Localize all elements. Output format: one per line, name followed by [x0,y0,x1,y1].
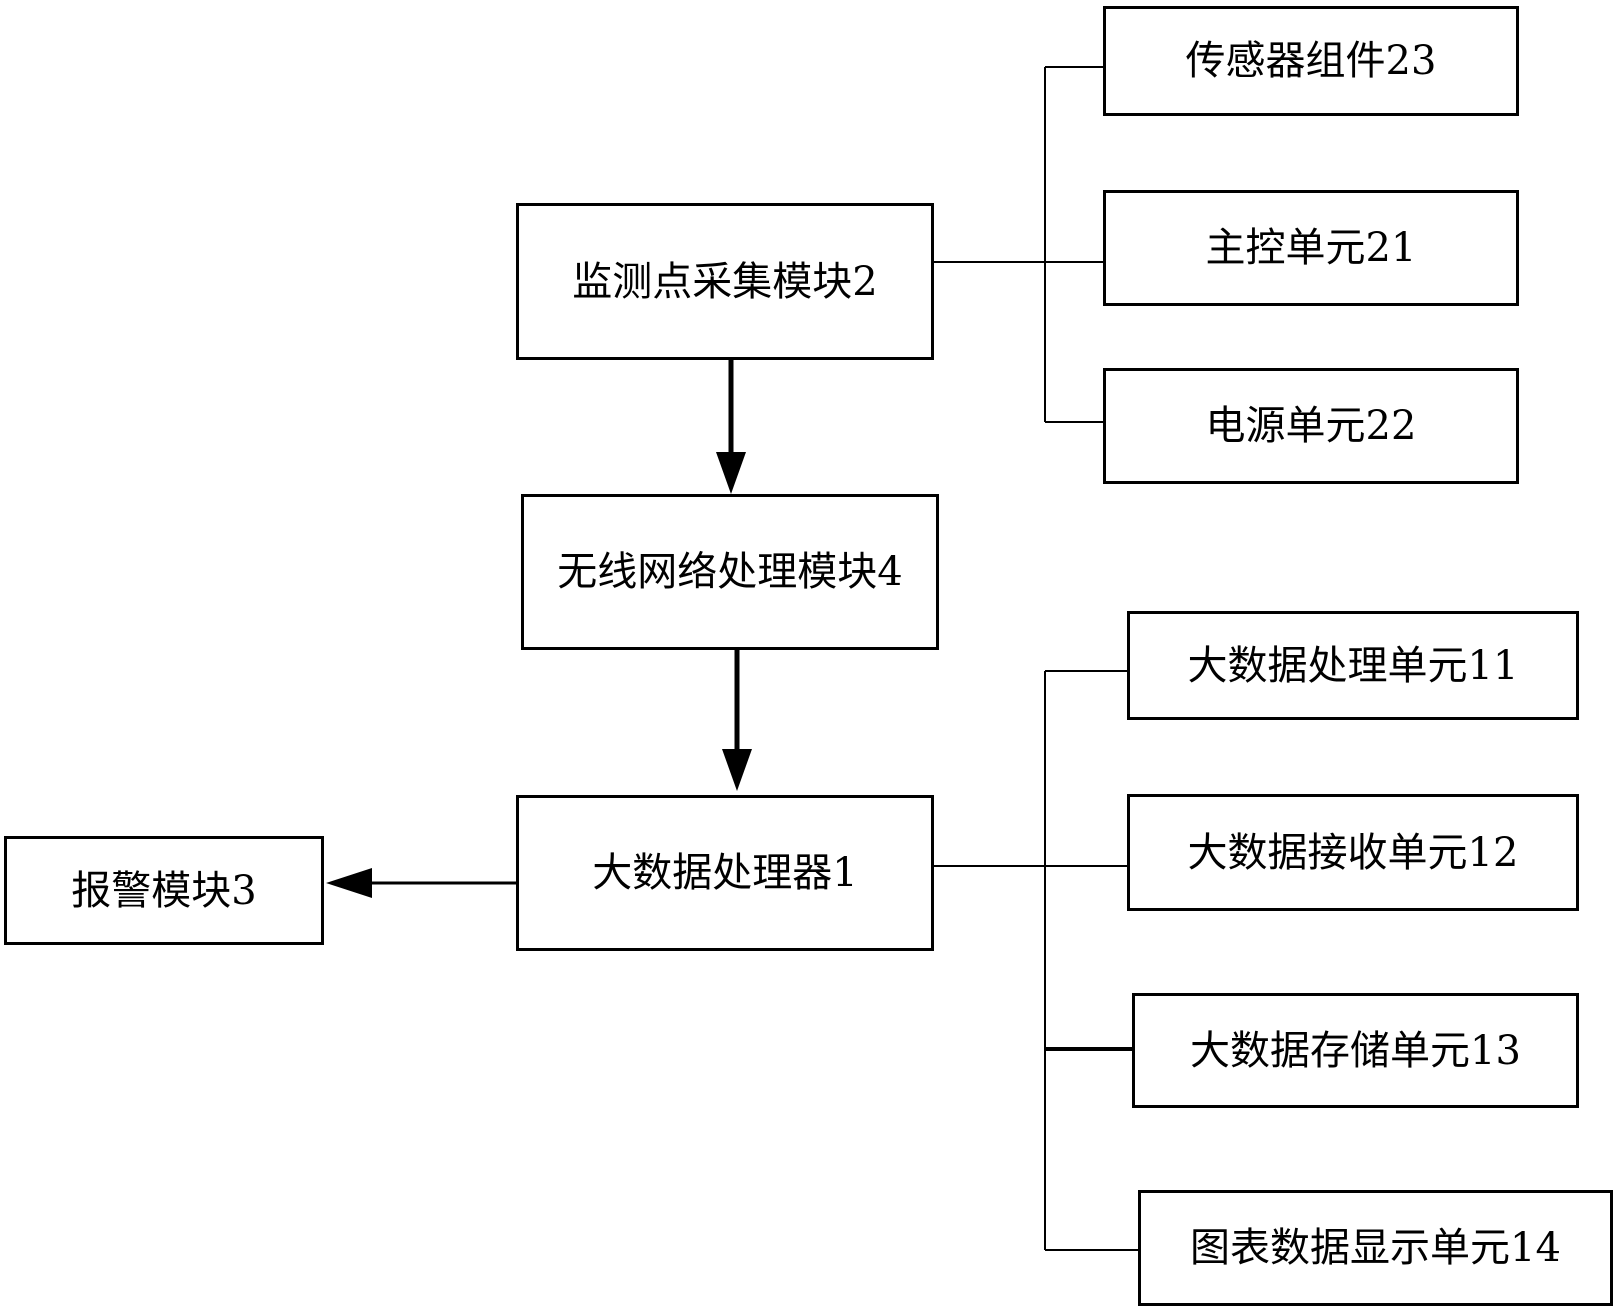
big-data-receiving-unit: 大数据接收单元12 [1127,794,1579,911]
alarm-module-label: 报警模块3 [71,867,257,914]
monitoring-point-collection-module-label: 监测点采集模块2 [572,258,878,305]
big-data-processing-unit: 大数据处理单元11 [1127,611,1579,720]
monitor-bracket-connector [934,66,1103,423]
wireless-network-processing-module-label: 无线网络处理模块4 [557,549,903,595]
sensor-component-label: 传感器组件23 [1185,38,1437,84]
arrow-bigdata-to-alarm [326,868,516,898]
big-data-storage-unit-label: 大数据存储单元13 [1190,1027,1521,1074]
power-unit: 电源单元22 [1103,368,1519,484]
big-data-processor: 大数据处理器1 [516,795,934,951]
big-data-processor-label: 大数据处理器1 [592,850,858,896]
arrow-monitor-to-wireless [716,360,746,494]
chart-data-display-unit: 图表数据显示单元14 [1138,1190,1613,1306]
arrow-wireless-to-bigdata [722,650,752,791]
alarm-module: 报警模块3 [4,836,324,945]
monitoring-point-collection-module: 监测点采集模块2 [516,203,934,360]
wireless-network-processing-module: 无线网络处理模块4 [521,494,939,650]
master-control-unit: 主控单元21 [1103,190,1519,306]
chart-data-display-unit-label: 图表数据显示单元14 [1190,1225,1561,1271]
big-data-processing-unit-label: 大数据处理单元11 [1187,642,1519,689]
power-unit-label: 电源单元22 [1205,403,1417,449]
big-data-receiving-unit-label: 大数据接收单元12 [1187,829,1519,876]
master-control-unit-label: 主控单元21 [1205,225,1417,271]
bigdata-bracket-connector [934,670,1138,1251]
big-data-storage-unit: 大数据存储单元13 [1132,993,1579,1108]
sensor-component: 传感器组件23 [1103,6,1519,116]
